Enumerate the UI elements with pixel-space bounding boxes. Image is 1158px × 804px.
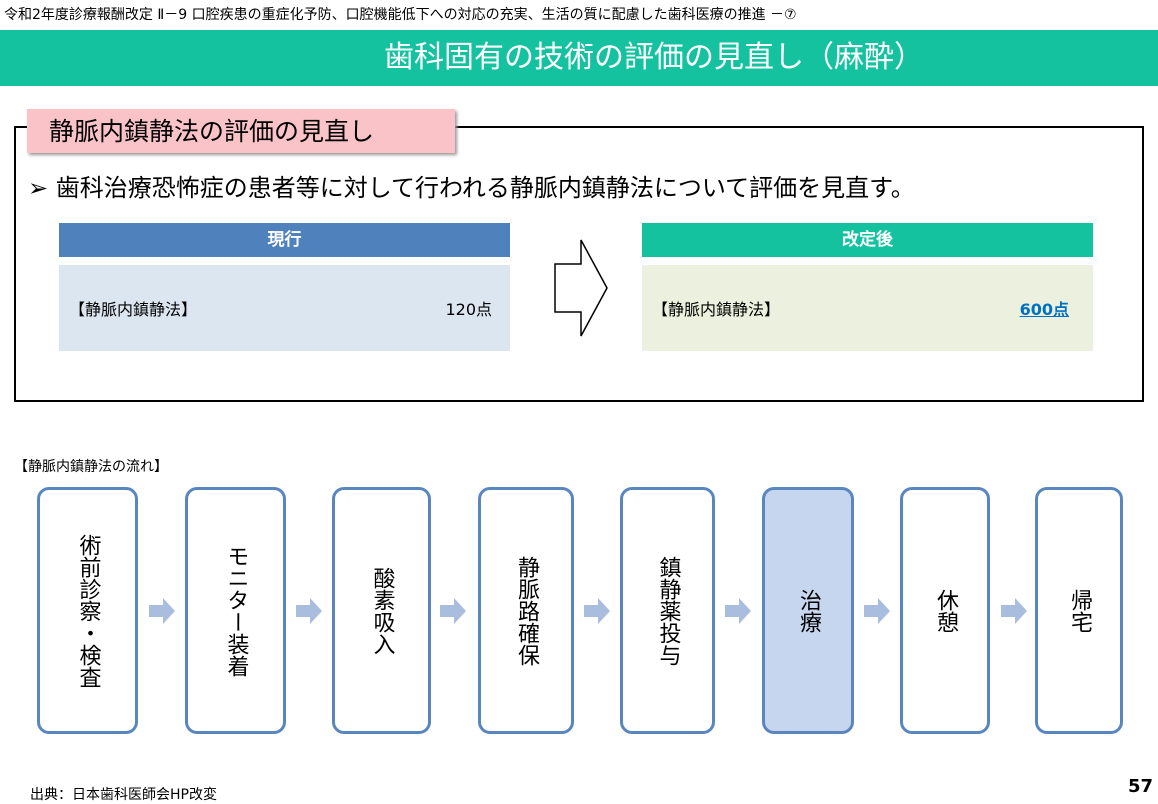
flow-label: 【静脈内鎮静法の流れ】	[14, 459, 168, 475]
step-label: 帰宅	[1067, 588, 1092, 633]
slide-subtitle: 令和2年度診療報酬改定 Ⅱ－9 口腔疾患の重症化予防、口腔機能低下への対応の充実…	[4, 7, 797, 23]
flow-step: 休憩	[900, 487, 990, 734]
revised-panel: 改定後 【静脈内鎮静法】 600点	[642, 223, 1093, 351]
step-label: 酸素吸入	[369, 566, 395, 655]
revised-item: 【静脈内鎮静法】	[652, 300, 781, 319]
bullet-text: 歯科治療恐怖症の患者等に対して行われる静脈内鎮静法について評価を見直す。	[55, 174, 915, 202]
arrow-bullet-icon: ➢	[28, 174, 49, 202]
flow-step: モニター装着	[185, 487, 286, 734]
flow-arrow-icon	[296, 598, 322, 624]
flow-arrow-icon	[584, 598, 610, 624]
flow-step: 鎮静薬投与	[620, 487, 715, 734]
flow-step-highlighted: 治療	[762, 487, 854, 734]
current-panel: 現行 【静脈内鎮静法】 120点	[59, 223, 510, 351]
current-item: 【静脈内鎮静法】	[69, 300, 198, 319]
flow-arrow-icon	[149, 598, 175, 624]
step-label: 休憩	[933, 588, 958, 633]
flow-step: 酸素吸入	[332, 487, 431, 734]
flow-arrow-icon	[440, 598, 466, 624]
slide-title: 歯科固有の技術の評価の見直し（麻酔）	[0, 30, 1158, 86]
flow-step: 帰宅	[1035, 487, 1123, 734]
flow-arrow-icon	[1001, 598, 1027, 624]
source-note: 出典：日本歯科医師会HP改変	[30, 787, 217, 803]
current-points: 120点	[445, 300, 492, 319]
content-frame	[14, 126, 1144, 402]
right-arrow-icon	[554, 239, 608, 337]
flow-arrow-icon	[864, 598, 890, 624]
section-tag: 静脈内鎮静法の評価の見直し	[27, 109, 455, 153]
step-label: 術前診察・検査	[75, 533, 101, 688]
revised-points: 600点	[1019, 300, 1069, 319]
flow-step: 術前診察・検査	[37, 487, 138, 734]
step-label: 静脈路確保	[514, 555, 539, 666]
step-label: 鎮静薬投与	[655, 555, 681, 666]
revised-header: 改定後	[642, 223, 1093, 257]
page-number: 57	[1128, 776, 1154, 797]
flow-arrow-icon	[725, 598, 751, 624]
step-label: モニター装着	[223, 544, 249, 677]
bullet-line: ➢ 歯科治療恐怖症の患者等に対して行われる静脈内鎮静法について評価を見直す。	[28, 168, 915, 203]
current-header: 現行	[59, 223, 510, 257]
flow-step: 静脈路確保	[478, 487, 574, 734]
step-label: 治療	[796, 588, 821, 633]
